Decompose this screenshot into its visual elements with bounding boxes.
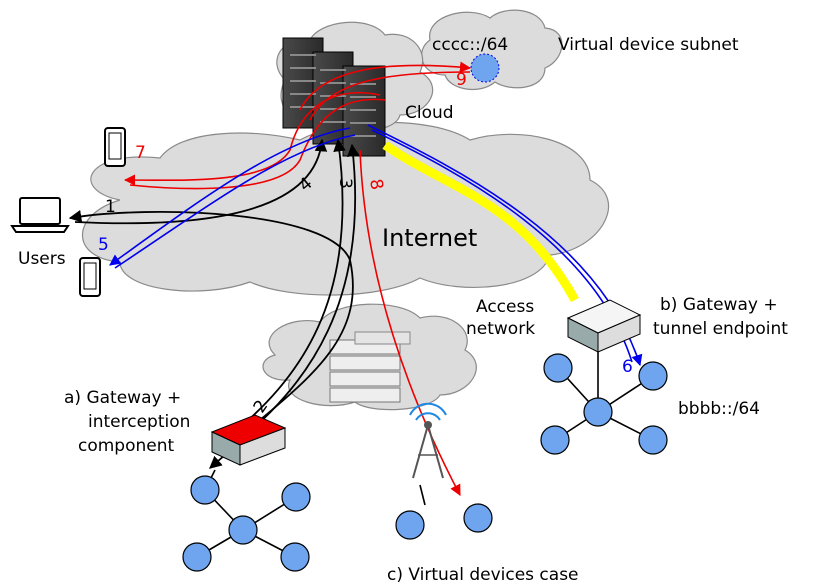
phone-icon — [104, 127, 126, 167]
gateway-a-label-3: component — [78, 436, 175, 456]
internet-cloud — [82, 121, 610, 296]
path-7 — [123, 92, 381, 186]
access-network-label-2: network — [466, 319, 535, 339]
network-c — [395, 484, 493, 540]
gateway-a-icon — [210, 414, 287, 466]
path-8 — [359, 149, 461, 496]
gateway-a-label-1: a) Gateway + — [64, 388, 181, 408]
path-5 — [109, 127, 351, 266]
step-1: 1 — [105, 197, 116, 217]
gateway-b-icon — [566, 299, 642, 353]
step-3: 3 — [335, 178, 355, 189]
subnet-cloud — [421, 9, 563, 90]
access-network-label-1: Access — [476, 297, 534, 317]
laptop-icon — [10, 197, 70, 233]
tunnel-path — [382, 141, 579, 303]
network-a — [182, 469, 311, 572]
access-servers-icon — [329, 331, 411, 403]
prefix-b-label: bbbb::/64 — [678, 399, 760, 419]
gateway-b-label-2: tunnel endpoint — [653, 319, 788, 339]
virtual-case-label: c) Virtual devices case — [387, 565, 579, 585]
path-5b — [114, 134, 356, 269]
internet-label: Internet — [382, 224, 477, 252]
path-1 — [68, 209, 354, 421]
subnet-prefix: cccc::/64 — [432, 35, 508, 55]
step-7: 7 — [135, 143, 146, 163]
step-5: 5 — [98, 235, 109, 255]
path-4 — [74, 138, 328, 225]
step-8: 8 — [365, 177, 387, 191]
users-label: Users — [18, 249, 66, 269]
gateway-a-label-2: interception — [88, 412, 190, 432]
phone-icon — [79, 257, 101, 297]
step-6: 6 — [622, 357, 633, 377]
virtual-device-node — [470, 53, 500, 83]
subnet-title: Virtual device subnet — [558, 35, 739, 55]
path-9b — [309, 71, 471, 121]
cloud-servers-icon — [282, 37, 386, 157]
network-b — [540, 352, 668, 455]
path-7b — [129, 98, 386, 190]
gateway-b-label-1: b) Gateway + — [660, 295, 778, 315]
step-9: 9 — [456, 70, 467, 90]
path-9 — [299, 61, 472, 111]
cloud-label: Cloud — [405, 103, 454, 123]
antenna-icon — [409, 402, 447, 479]
